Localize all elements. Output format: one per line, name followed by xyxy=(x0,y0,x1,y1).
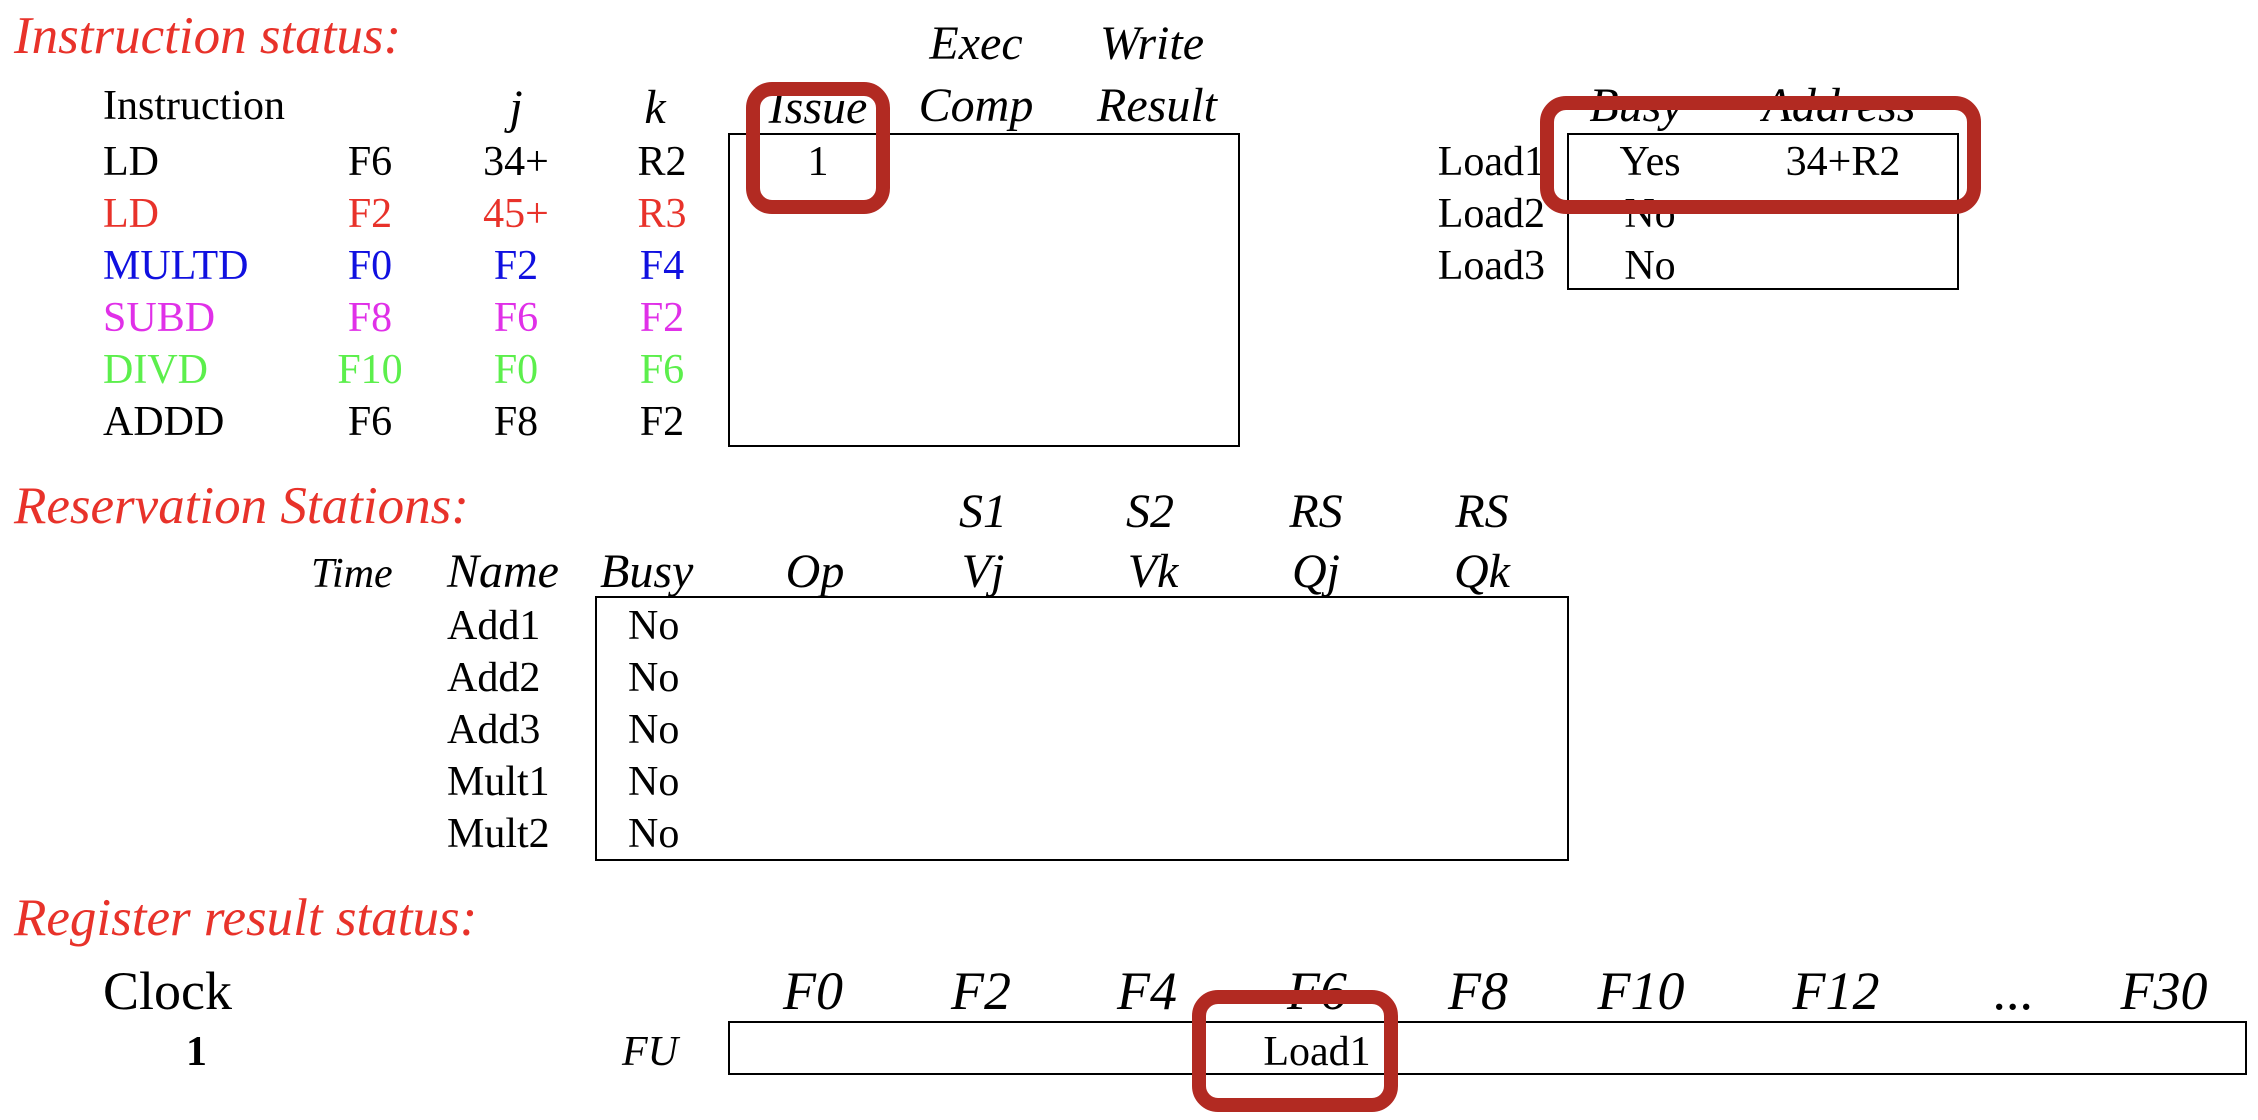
j-header: j xyxy=(509,81,523,134)
instruction-j: F6 xyxy=(493,295,539,341)
instruction-issue: 1 xyxy=(807,139,829,185)
load-buffer-name: Load3 xyxy=(1437,243,1545,289)
write-header-top: Write xyxy=(1100,17,1204,70)
busy-header: Busy xyxy=(600,545,694,598)
exec-header-top: Exec xyxy=(929,17,1023,70)
load-buffer-address: 34+R2 xyxy=(1785,139,1901,185)
instruction-k: R3 xyxy=(637,191,687,237)
register-label-f2: F2 xyxy=(951,961,1011,1021)
instruction-dest: F2 xyxy=(347,191,393,237)
register-fu-f6: Load1 xyxy=(1263,1029,1371,1075)
station-busy: No xyxy=(628,603,680,649)
register-label-ellipsis: ... xyxy=(1993,961,2035,1021)
vj-header: Vj xyxy=(961,545,1005,598)
issue-highlight xyxy=(746,82,890,214)
instruction-j: 45+ xyxy=(483,191,549,237)
exec-header-bottom: Comp xyxy=(918,79,1034,132)
reservation-stations-box xyxy=(595,596,1569,861)
instruction-k: F2 xyxy=(639,399,685,445)
instruction-j: 34+ xyxy=(483,139,549,185)
instruction-op: MULTD xyxy=(103,243,249,289)
instruction-status-box xyxy=(728,133,1240,447)
instruction-dest: F10 xyxy=(337,347,403,393)
register-label-f12: F12 xyxy=(1792,961,1880,1021)
s1-header-top: S1 xyxy=(959,485,1007,538)
rsk-header-top: RS xyxy=(1455,485,1509,538)
instruction-op: SUBD xyxy=(103,295,216,341)
instruction-j: F8 xyxy=(493,399,539,445)
station-name: Add2 xyxy=(447,655,541,701)
station-name: Add1 xyxy=(447,603,541,649)
fu-label: FU xyxy=(622,1029,678,1075)
load-buffer-busy: Yes xyxy=(1619,139,1681,185)
register-fu-box xyxy=(728,1021,2247,1075)
instruction-j: F0 xyxy=(493,347,539,393)
station-busy: No xyxy=(628,759,680,805)
vk-header: Vk xyxy=(1127,545,1179,598)
instruction-dest: F8 xyxy=(347,295,393,341)
clock-value: 1 xyxy=(186,1029,207,1075)
station-busy: No xyxy=(628,811,680,857)
instruction-op: LD xyxy=(103,139,159,185)
write-header-bottom: Result xyxy=(1097,79,1217,132)
instruction-dest: F6 xyxy=(347,399,393,445)
qk-header: Qk xyxy=(1454,545,1510,598)
k-header: k xyxy=(644,81,666,134)
register-label-f8: F8 xyxy=(1448,961,1508,1021)
load-buffer-busy: No xyxy=(1624,191,1676,237)
instruction-op: LD xyxy=(103,191,159,237)
instruction-k: R2 xyxy=(637,139,687,185)
station-busy: No xyxy=(628,655,680,701)
qj-header: Qj xyxy=(1292,545,1340,598)
instruction-k: F4 xyxy=(639,243,685,289)
register-label-f0: F0 xyxy=(783,961,843,1021)
op-header: Op xyxy=(785,545,845,598)
station-name: Add3 xyxy=(447,707,541,753)
f6-highlight xyxy=(1192,990,1398,1112)
clock-label: Clock xyxy=(103,961,232,1021)
instruction-k: F6 xyxy=(639,347,685,393)
rsj-header-top: RS xyxy=(1289,485,1343,538)
s2-header-top: S2 xyxy=(1126,485,1174,538)
instruction-op: DIVD xyxy=(103,347,208,393)
load-buffer-busy: No xyxy=(1624,243,1676,289)
station-name: Mult2 xyxy=(447,811,550,857)
reservation-stations-title: Reservation Stations: xyxy=(14,477,469,535)
instruction-header: Instruction xyxy=(103,83,285,129)
register-label-f10: F10 xyxy=(1597,961,1685,1021)
register-label-f4: F4 xyxy=(1117,961,1177,1021)
load-buffer-name: Load1 xyxy=(1437,139,1545,185)
name-header: Name xyxy=(447,545,559,598)
instruction-dest: F0 xyxy=(347,243,393,289)
register-status-title: Register result status: xyxy=(14,889,478,947)
register-label-f30: F30 xyxy=(2120,961,2208,1021)
instruction-dest: F6 xyxy=(347,139,393,185)
instruction-op: ADDD xyxy=(103,399,225,445)
load-buffer-name: Load2 xyxy=(1437,191,1545,237)
time-header: Time xyxy=(311,551,393,597)
station-busy: No xyxy=(628,707,680,753)
instruction-j: F2 xyxy=(493,243,539,289)
instruction-status-title: Instruction status: xyxy=(14,7,402,65)
station-name: Mult1 xyxy=(447,759,550,805)
instruction-k: F2 xyxy=(639,295,685,341)
load1-highlight xyxy=(1540,96,1981,214)
